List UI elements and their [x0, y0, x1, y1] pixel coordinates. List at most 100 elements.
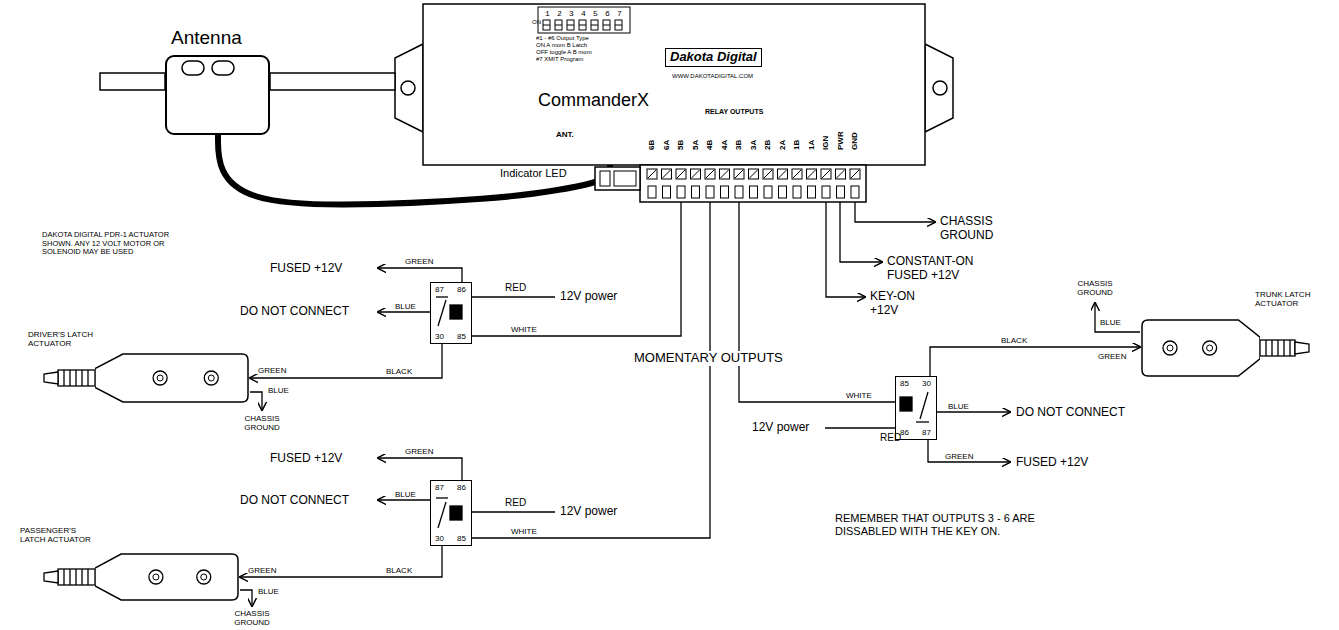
note-label: DO NOT CONNECT [240, 305, 349, 319]
actuator-plunger [1260, 340, 1295, 356]
relay-switch [920, 392, 928, 419]
screw-terminal [647, 169, 860, 198]
screw-terminal [821, 169, 831, 179]
screw-terminal [779, 186, 787, 198]
mounting-hole [149, 570, 163, 584]
note-label: 12V power [560, 290, 617, 304]
mounting-hole [1203, 341, 1217, 355]
latch-actuator: PASSENGER'S LATCH ACTUATOR [95, 552, 240, 602]
screw-terminal [750, 186, 758, 198]
relay-box: 87868530 [430, 282, 472, 344]
screw-terminal [721, 170, 729, 178]
relay-wire [472, 296, 555, 297]
relay-wire [378, 268, 462, 282]
wire-color: GREEN [405, 447, 433, 456]
dip-switch [591, 25, 598, 26]
dip-switch [591, 20, 598, 30]
mounting-hole [1163, 341, 1177, 355]
relay-wire [930, 347, 1140, 376]
brand-name: Dakota Digital [665, 48, 762, 67]
note-label: KEY-ON +12V [870, 290, 920, 318]
dip-switch [615, 20, 622, 30]
relay-switch [450, 506, 462, 520]
mounting-hole [153, 574, 159, 580]
screw-terminal [793, 170, 801, 178]
antenna-plug [595, 167, 640, 190]
switch-note: #7 XMIT Program [536, 56, 583, 63]
actuator-plunger [58, 370, 95, 386]
note-label: FUSED +12V [1016, 456, 1088, 470]
ground-wire [240, 303, 1140, 606]
screw-terminal [764, 170, 772, 178]
screw-terminal [662, 169, 672, 179]
screw-terminal [778, 169, 788, 179]
screw-terminal [808, 186, 816, 198]
wire-color: BLUE [395, 302, 416, 311]
antenna-rod [100, 73, 165, 90]
module-housing [925, 44, 953, 132]
screw-terminal [851, 170, 859, 178]
terminal-name: 4A [720, 140, 730, 150]
wire-color: GREEN [945, 452, 973, 461]
terminal-name: 2A [778, 140, 788, 150]
antenna-rod [182, 61, 204, 75]
relay-wire [378, 499, 430, 500]
screw-terminal [691, 169, 701, 179]
screw-terminal [735, 186, 743, 198]
part-name: TRUNK LATCH ACTUATOR [1255, 290, 1327, 308]
wire-color: WHITE [845, 391, 873, 400]
mounting-hole [1167, 345, 1173, 351]
note-label: RED [880, 432, 901, 444]
part-name: PASSENGER'S LATCH ACTUATOR [20, 526, 96, 544]
relay-wire [825, 427, 895, 428]
wire-color: GREEN [405, 257, 433, 266]
switch-note: ON A mom B Latch [536, 42, 587, 49]
ground-wire [240, 590, 252, 606]
module-housing [933, 81, 947, 95]
terminal-strip [640, 165, 866, 202]
screw-terminal [692, 186, 700, 198]
note-label: FUSED +12V [270, 452, 342, 466]
screw-terminal [648, 170, 656, 178]
switch-label: ON [532, 19, 541, 26]
antenna-plug [600, 171, 610, 186]
mounting-hole [153, 371, 167, 385]
screw-terminal [779, 170, 787, 178]
switch-note: OFF toggle A B mom [536, 49, 592, 56]
module-power-wire [826, 202, 865, 297]
screw-terminal [720, 169, 730, 179]
relay-box: 85308687 [895, 376, 937, 440]
note-label: DO NOT CONNECT [1016, 406, 1125, 420]
screw-terminal [850, 169, 860, 179]
actuator-body [95, 552, 240, 602]
actuator-body [95, 352, 250, 404]
note-label: Indicator LED [500, 167, 567, 180]
wire-color: DAKOTA DIGITAL PDR-1 ACTUATOR SHOWN. ANY… [42, 231, 202, 257]
pin-number: 30 [922, 379, 931, 388]
wire-color: CHASSIS GROUND [226, 609, 278, 627]
terminal-name: 6B [647, 140, 657, 150]
actuator-plunger [44, 571, 58, 583]
dip-switch [567, 20, 574, 30]
screw-terminal [663, 186, 671, 198]
actuator-body [95, 354, 248, 402]
dip-switch [555, 20, 562, 30]
dip-switch [603, 20, 610, 30]
pin-name: ANT. [556, 130, 574, 139]
screw-terminal [836, 169, 846, 179]
screw-terminal [663, 170, 671, 178]
terminal-name: 1A [807, 140, 817, 150]
actuator-body [1142, 320, 1260, 376]
pin-number: 30 [435, 534, 444, 543]
screw-terminal [647, 169, 657, 179]
relay-wire [937, 411, 1010, 412]
screw-terminal [793, 186, 801, 198]
note-label: 12V power [560, 505, 617, 519]
screw-terminal [750, 170, 758, 178]
mounting-hole [204, 371, 218, 385]
part-name: Antenna [171, 27, 242, 49]
actuator-body [95, 354, 248, 402]
module-housing [395, 44, 423, 132]
actuator-plunger [1266, 340, 1290, 356]
